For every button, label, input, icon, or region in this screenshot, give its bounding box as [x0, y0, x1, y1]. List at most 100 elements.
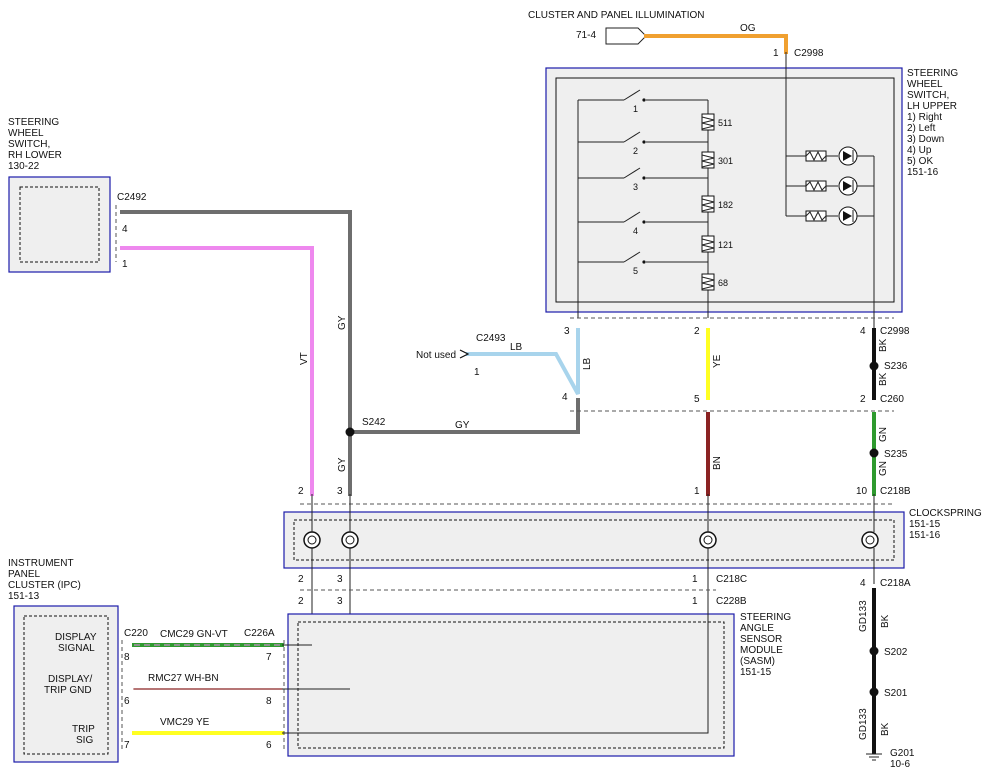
wire-og-label: OG	[740, 23, 756, 34]
illumination-pin: 1	[773, 48, 779, 59]
rh-switch-connector: C2492	[117, 192, 147, 203]
svg-text:RH LOWER: RH LOWER	[8, 150, 62, 161]
wire-bk-label-3: BK	[880, 614, 891, 628]
lh-switch-inner	[555, 77, 895, 303]
svg-text:151-16: 151-16	[907, 167, 939, 178]
c226a-connector: C226A	[244, 628, 275, 639]
c260-pin: 2	[860, 394, 866, 405]
svg-text:SWITCH,: SWITCH,	[907, 90, 949, 101]
pin-vt-c218b: 2	[298, 486, 304, 497]
c220-connector: C220	[124, 628, 148, 639]
svg-text:SIGNAL: SIGNAL	[58, 643, 95, 654]
splice-s242: S242	[362, 417, 386, 428]
sasm-inner	[297, 621, 725, 749]
splice-s202-dot	[869, 646, 879, 656]
svg-text:SENSOR: SENSOR	[740, 634, 782, 645]
svg-text:3) Down: 3) Down	[907, 134, 944, 145]
wire-lb-label-2: LB	[582, 357, 593, 370]
pin-bk-top: 4	[860, 326, 866, 337]
svg-text:511: 511	[718, 118, 732, 128]
wire-bk-label-4: BK	[880, 722, 891, 736]
rh-switch-inner	[19, 186, 100, 263]
svg-text:WHEEL: WHEEL	[8, 128, 44, 139]
rh-switch-pin-4: 4	[122, 224, 128, 235]
resistor-301: 301	[701, 151, 733, 169]
sasm-pin-7: 7	[266, 652, 272, 663]
splice-s235-dot	[869, 448, 879, 458]
ipc-signal-labels: DISPLAY SIGNAL DISPLAY/ TRIP GND TRIP SI…	[44, 632, 97, 746]
pin-ye-top: 2	[694, 326, 700, 337]
svg-text:SIG: SIG	[76, 735, 93, 746]
switch-number-2: 2	[633, 146, 638, 156]
wire-ye-label: YE	[712, 354, 723, 368]
c218a-connector: C218A	[880, 578, 911, 589]
rh-switch-box	[8, 176, 111, 273]
svg-text:DISPLAY/: DISPLAY/	[48, 674, 92, 685]
circuit-vmc29: VMC29 YE	[160, 717, 210, 728]
pin-c218c-1: 1	[692, 574, 698, 585]
pin-gy-c218b: 3	[337, 486, 343, 497]
sasm-internal-3	[282, 600, 709, 734]
ground-icon	[866, 753, 882, 761]
wire-gn-label-1: GN	[878, 427, 889, 442]
svg-text:TRIP GND: TRIP GND	[44, 685, 92, 696]
svg-text:WHEEL: WHEEL	[907, 79, 943, 90]
pin-c228b-1: 1	[692, 596, 698, 607]
svg-text:ANGLE: ANGLE	[740, 623, 774, 634]
circuit-rmc27: RMC27 WH-BN	[148, 673, 219, 684]
svg-text:151-15: 151-15	[909, 519, 941, 530]
splice-s202: S202	[884, 647, 908, 658]
svg-text:CLOCKSPRING: CLOCKSPRING	[909, 508, 982, 519]
c218b-pin: 10	[856, 486, 868, 497]
pin-bn-bottom: 1	[694, 486, 700, 497]
c2998-bottom-connector: C2998	[880, 326, 910, 337]
splice-s201-dot	[869, 687, 879, 697]
wire-lb	[466, 328, 580, 395]
svg-text:121: 121	[718, 240, 733, 250]
svg-text:151-15: 151-15	[740, 667, 772, 678]
svg-text:STEERING: STEERING	[8, 117, 59, 128]
svg-text:SWITCH,: SWITCH,	[8, 139, 50, 150]
pin-c228b-2: 2	[298, 596, 304, 607]
splice-s242-dot	[345, 427, 355, 437]
svg-text:STEERING: STEERING	[740, 612, 791, 623]
pin-ye-bottom: 5	[694, 394, 700, 405]
led-2-icon	[786, 176, 874, 196]
sasm-box	[287, 613, 735, 757]
ipc-title: INSTRUMENT PANEL CLUSTER (IPC) 151-13	[8, 558, 81, 602]
wire-bk-label-2: BK	[878, 372, 889, 386]
svg-text:68: 68	[718, 278, 728, 288]
svg-text:STEERING: STEERING	[907, 68, 958, 79]
c260-connector: C260	[880, 394, 904, 405]
wire-vt	[120, 246, 314, 496]
c218b-connector: C218B	[880, 486, 911, 497]
pin-c218c-3: 3	[337, 574, 343, 585]
splice-s236: S236	[884, 361, 908, 372]
svg-text:(SASM): (SASM)	[740, 656, 775, 667]
switch-4: 4	[578, 211, 708, 236]
illumination-arrow-icon	[605, 27, 647, 45]
wire-gy-upper	[120, 210, 352, 496]
wire-gn-label-2: GN	[878, 461, 889, 476]
wire-gy-label-1: GY	[337, 315, 348, 330]
switch-5: 5	[578, 251, 708, 276]
ipc-pin-8: 8	[124, 652, 130, 663]
illumination-ref: 71-4	[576, 30, 596, 41]
svg-text:MODULE: MODULE	[740, 645, 783, 656]
wire-gy-label-2: GY	[337, 457, 348, 472]
svg-text:1) Right: 1) Right	[907, 112, 942, 123]
rh-switch-title: STEERING WHEEL SWITCH, RH LOWER 130-22	[8, 117, 62, 172]
pin-lb-bottom: 4	[562, 392, 568, 403]
resistor-511: 511	[701, 113, 732, 131]
clockspring-inner	[293, 519, 895, 561]
ground-circuit-2: GD133	[858, 708, 869, 740]
switch-3: 3	[578, 167, 708, 192]
svg-text:5) OK: 5) OK	[907, 156, 933, 167]
svg-text:LH UPPER: LH UPPER	[907, 101, 957, 112]
resistor-182: 182	[701, 195, 733, 213]
clockspring-title: CLOCKSPRING 151-15 151-16	[909, 508, 982, 541]
sasm-pin-6: 6	[266, 740, 272, 751]
splice-s235: S235	[884, 449, 908, 460]
c218c-connector: C218C	[716, 574, 747, 585]
